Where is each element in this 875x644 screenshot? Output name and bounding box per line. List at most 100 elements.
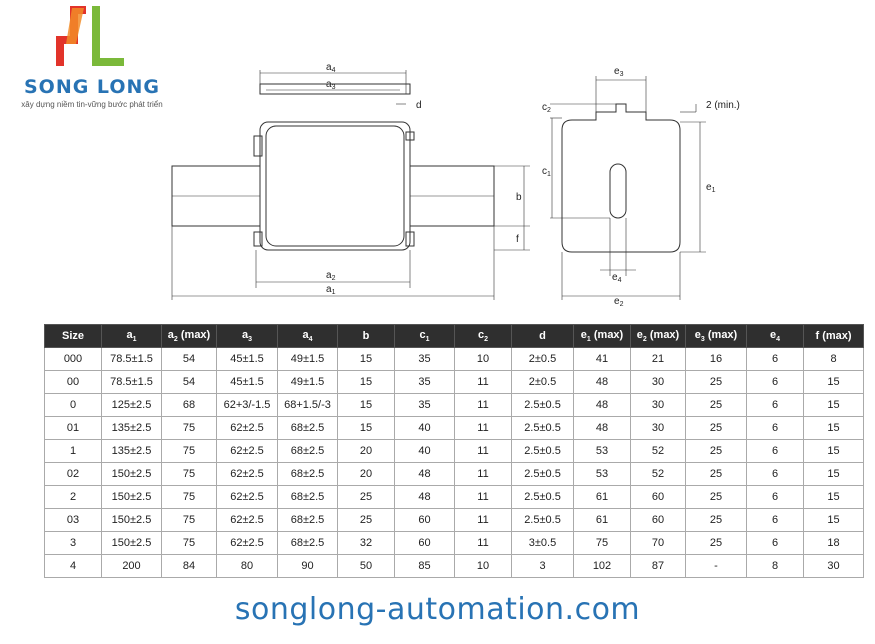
table-cell: 48 [573,416,631,440]
table-cell: 75 [161,439,217,463]
table-cell: 62±2.5 [216,439,278,463]
table-cell: 6 [746,370,804,394]
table-cell: 75 [161,416,217,440]
table-cell: 15 [337,393,395,417]
column-header: e3 (max) [685,324,747,348]
label-e4: e4 [612,272,622,284]
column-header: a3 [216,324,278,348]
table-cell: 3±0.5 [511,531,574,555]
table-cell: 15 [803,439,864,463]
table-cell: 53 [573,439,631,463]
table-cell: 8 [746,554,804,578]
table-cell: 15 [803,393,864,417]
table-cell: 2.5±0.5 [511,508,574,532]
table-cell: 6 [746,439,804,463]
table-cell: 85 [394,554,455,578]
table-cell: 68±2.5 [277,462,338,486]
table-cell: 62+3/-1.5 [216,393,278,417]
table-cell: 75 [161,462,217,486]
table-cell: 16 [685,347,747,371]
label-c1: c1 [542,166,551,178]
table-cell: 10 [454,554,512,578]
column-header: a4 [277,324,338,348]
table-cell: 15 [803,370,864,394]
table-cell: 40 [394,439,455,463]
table-cell: 2±0.5 [511,347,574,371]
label-e2: e2 [614,296,624,308]
table-cell: 11 [454,508,512,532]
table-cell: 52 [630,439,686,463]
table-cell: 25 [685,485,747,509]
table-cell: 61 [573,485,631,509]
label-e3: e3 [614,66,624,78]
table-cell: 150±2.5 [101,508,162,532]
fuse-body-outline [259,121,411,251]
table-cell: 68±2.5 [277,485,338,509]
column-header: a1 [101,324,162,348]
table-cell: 15 [803,508,864,532]
table-cell: 15 [803,462,864,486]
table-cell: 53 [573,462,631,486]
table-cell: 11 [454,439,512,463]
table-cell: 3 [511,554,574,578]
table-cell: 70 [630,531,686,555]
table-cell: 62±2.5 [216,508,278,532]
table-cell: 48 [394,485,455,509]
table-cell: 18 [803,531,864,555]
table-cell: 01 [44,416,102,440]
table-cell: 30 [630,416,686,440]
label-b: b [516,192,522,203]
table-cell: 80 [216,554,278,578]
column-header: e4 [746,324,804,348]
table-cell: 48 [573,370,631,394]
website-url: songlong-automation.com [234,592,641,627]
table-cell: 61 [573,508,631,532]
label-c2: c2 [542,102,551,114]
table-cell: 62±2.5 [216,531,278,555]
table-cell: 35 [394,393,455,417]
table-cell: 35 [394,370,455,394]
table-cell: 2±0.5 [511,370,574,394]
column-header: d [511,324,574,348]
table-cell: 102 [573,554,631,578]
label-a2: a2 [326,270,336,282]
table-cell: 48 [573,393,631,417]
label-a1: a1 [326,284,336,296]
column-header: c2 [454,324,512,348]
table-cell: 2.5±0.5 [511,462,574,486]
table-cell: 30 [630,370,686,394]
table-cell: 8 [803,347,864,371]
table-cell: 6 [746,508,804,532]
table-cell: 78.5±1.5 [101,370,162,394]
column-header: a2 (max) [161,324,217,348]
table-cell: 62±2.5 [216,462,278,486]
table-cell: 03 [44,508,102,532]
table-cell: 90 [277,554,338,578]
table-cell: 25 [685,508,747,532]
table-cell: 125±2.5 [101,393,162,417]
table-cell: 32 [337,531,395,555]
table-cell: 150±2.5 [101,462,162,486]
table-cell: 25 [337,508,395,532]
fuse-front-outline [561,103,681,253]
table-cell: 6 [746,531,804,555]
table-cell: 68±2.5 [277,531,338,555]
table-cell: 25 [685,393,747,417]
table-cell: 135±2.5 [101,416,162,440]
table-cell: - [685,554,747,578]
table-cell: 2 [44,485,102,509]
table-cell: 00 [44,370,102,394]
table-cell: 2.5±0.5 [511,485,574,509]
table-cell: 45±1.5 [216,370,278,394]
table-cell: 10 [454,347,512,371]
label-f: f [516,234,519,245]
table-cell: 68+1.5/-3 [277,393,338,417]
